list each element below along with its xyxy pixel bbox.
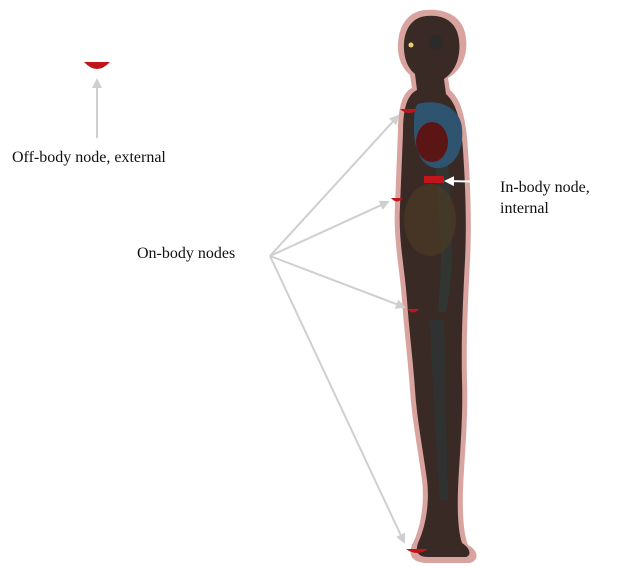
in-body-node <box>424 176 444 183</box>
on-body-arrow-waist <box>270 202 388 256</box>
in-body-node-label: In-body node, internal <box>500 177 590 219</box>
off-body-node-label: Off-body node, external <box>12 147 166 168</box>
on-body-nodes-label: On-body nodes <box>137 243 235 264</box>
eye <box>409 43 414 48</box>
on-body-arrow-chest <box>270 116 398 256</box>
human-body-figure <box>395 10 477 563</box>
in-body-arrow <box>446 181 496 182</box>
in-body-node-label-line2: internal <box>500 198 590 219</box>
heart <box>416 122 448 162</box>
abdomen <box>404 184 456 256</box>
off-body-node <box>84 62 110 69</box>
in-body-node-label-line1: In-body node, <box>500 177 590 198</box>
ear <box>430 34 442 50</box>
